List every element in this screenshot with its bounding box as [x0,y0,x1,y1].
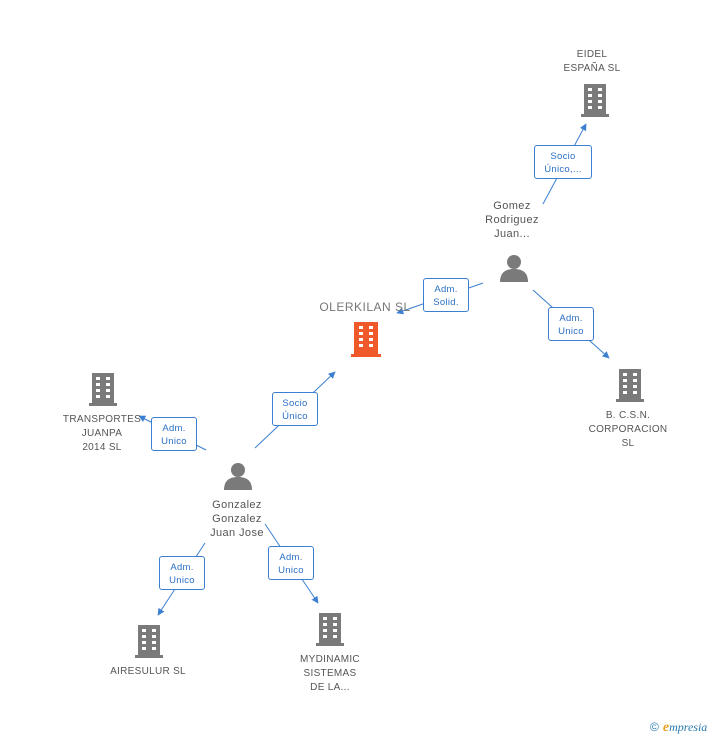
node-label-eidel[interactable]: EIDEL ESPAÑA SL [563,49,621,74]
edge-label-gonzalez-transportes[interactable]: Adm. Unico [151,417,197,451]
node-label-mydinamic[interactable]: MYDINAMIC SISTEMAS DE LA... [300,654,360,693]
copyright-symbol: © [650,720,659,734]
edge-label-gonzalez-mydinamic[interactable]: Adm. Unico [268,546,314,580]
building-icon[interactable] [89,373,117,406]
edge-label-gomez-bcsn[interactable]: Adm. Unico [548,307,594,341]
node-label-transportes[interactable]: TRANSPORTES JUANPA 2014 SL [62,414,142,453]
node-label-bcsn[interactable]: B. C.S.N. CORPORACION SL [588,410,668,449]
person-icon[interactable] [224,463,252,490]
brand-footer: ©empresia [650,720,707,736]
building-icon[interactable] [616,369,644,402]
edge-label-gonzalez-olerkilan[interactable]: Socio Único [272,392,318,426]
brand-logo-e: e [662,720,670,735]
edge-label-gomez-olerkilan[interactable]: Adm. Solid. [423,278,469,312]
building-icon[interactable] [316,613,344,646]
main-building-icon[interactable] [351,322,381,357]
brand-name: mpresia [669,720,708,734]
edge-label-gomez-eidel[interactable]: Socio Único,... [534,145,592,179]
node-label-olerkilan[interactable]: OLERKILAN SL [319,300,411,314]
building-icon[interactable] [135,625,163,658]
node-label-gonzalez[interactable]: Gonzalez Gonzalez Juan Jose [210,499,264,539]
node-label-airesulur[interactable]: AIRESULUR SL [110,666,186,677]
building-icon[interactable] [581,84,609,117]
edge-label-gonzalez-airesulur[interactable]: Adm. Unico [159,556,205,590]
person-icon[interactable] [500,255,528,282]
node-label-gomez[interactable]: Gomez Rodriguez Juan... [485,200,539,240]
